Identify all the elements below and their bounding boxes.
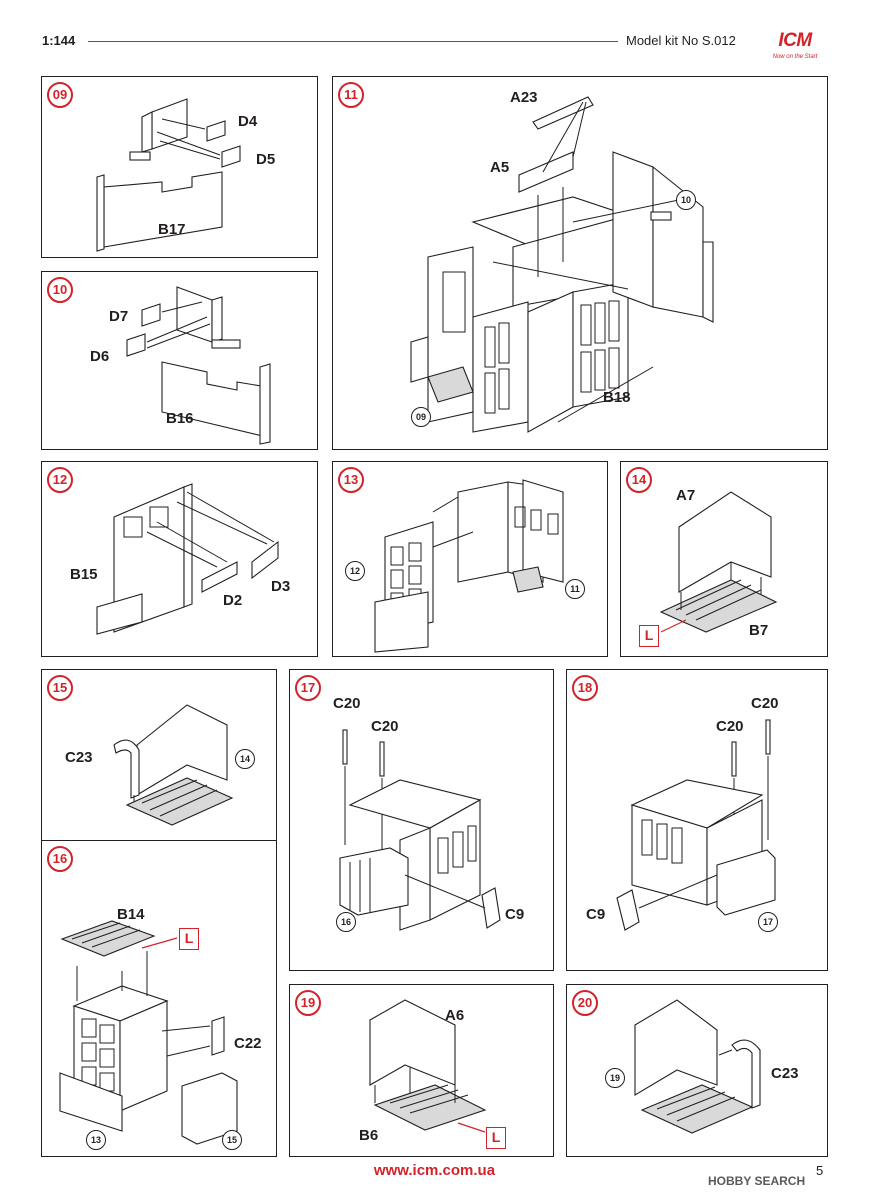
rail-c23-shape — [731, 1039, 761, 1109]
ref-step-11: 11 — [565, 579, 585, 599]
wall-a7-shape — [678, 491, 772, 593]
ref-step-15: 15 — [222, 1130, 242, 1150]
part-d7-label: D7 — [109, 308, 129, 325]
step-16-number: 16 — [47, 846, 73, 872]
step-15-number: 15 — [47, 675, 73, 701]
part-c23-label: C23 — [771, 1065, 799, 1082]
step-11-drawing — [410, 96, 714, 433]
footer-url[interactable]: www.icm.com.ua — [373, 1162, 496, 1179]
ref-step-12: 12 — [345, 561, 365, 581]
part-d6-label: D6 — [90, 348, 110, 365]
step-13-panel: 13 12 11 — [332, 461, 608, 657]
step-09-number: 09 — [47, 82, 73, 108]
step-17-drawing — [339, 729, 501, 931]
step-16-panel: 16 B14 C22 L 13 15 — [41, 840, 277, 1157]
part-c9-label: C9 — [505, 906, 525, 923]
ref-step-16: 16 — [336, 912, 356, 932]
step-09-drawing — [96, 98, 241, 252]
page-number: 5 — [816, 1163, 824, 1178]
watermark: HOBBY SEARCH — [708, 1174, 806, 1188]
post-c20-shape — [342, 729, 348, 765]
base-b6-shape — [373, 1084, 487, 1131]
logo-tagline: Now on the Start — [772, 54, 818, 60]
step-12-drawing — [96, 483, 279, 635]
part-a6-label: A6 — [445, 1007, 465, 1024]
step-13-drawing — [374, 479, 564, 653]
ladder-c9-shape — [481, 887, 501, 929]
step-16-drawing — [59, 920, 238, 1145]
step-18-panel: 18 C20 C20 C9 17 — [566, 669, 828, 971]
part-b17-label: B17 — [158, 221, 186, 238]
ref-step-09: 09 — [411, 407, 431, 427]
part-b16-label: B16 — [166, 410, 194, 427]
step-20-panel: 20 C23 19 — [566, 984, 828, 1157]
ladder-c9-shape — [616, 889, 640, 931]
part-b14-label: B14 — [117, 906, 145, 923]
ref-step-14: 14 — [235, 749, 255, 769]
step-11-panel: 11 A23 A5 B18 10 09 — [332, 76, 828, 450]
part-c20-label: C20 — [716, 718, 744, 735]
step-18-number: 18 — [572, 675, 598, 701]
step-13-number: 13 — [338, 467, 364, 493]
icm-logo: ICM Now on the Start — [766, 30, 824, 64]
part-a5-label: A5 — [490, 159, 510, 176]
step-19-drawing — [369, 999, 487, 1133]
box-a5-shape — [518, 151, 574, 193]
ref-step-10: 10 — [676, 190, 696, 210]
part-d5-label: D5 — [256, 151, 276, 168]
step-10-drawing — [126, 286, 271, 445]
ref-step-19: 19 — [605, 1068, 625, 1088]
step-11-number: 11 — [338, 82, 364, 108]
step-17-panel: 17 C20 C20 C9 16 — [289, 669, 554, 971]
part-c20-label: C20 — [371, 718, 399, 735]
step-12-number: 12 — [47, 467, 73, 493]
step-17-number: 17 — [295, 675, 321, 701]
step-20-number: 20 — [572, 990, 598, 1016]
part-b6-label: B6 — [359, 1127, 379, 1144]
marker-l: L — [179, 928, 199, 950]
wall-b17-shape — [103, 171, 223, 248]
kit-title: Model kit No S.012 — [626, 33, 736, 48]
marker-l: L — [639, 625, 659, 647]
part-b7-label: B7 — [749, 622, 769, 639]
step-12-panel: 12 B15 D2 D3 — [41, 461, 318, 657]
step-20-drawing — [634, 999, 761, 1134]
logo-brand: ICM — [778, 30, 812, 51]
part-c9-label: C9 — [586, 906, 606, 923]
step-09-panel: 09 D4 D5 B17 — [41, 76, 318, 258]
part-c23-label: C23 — [65, 749, 93, 766]
step-18-drawing — [616, 719, 776, 931]
base-b7-shape — [659, 579, 778, 633]
step-10-panel: 10 D7 D6 B16 — [41, 271, 318, 450]
part-a23-label: A23 — [510, 89, 538, 106]
wall-b16-shape — [161, 361, 268, 438]
part-c20-label: C20 — [333, 695, 361, 712]
part-b15-label: B15 — [70, 566, 98, 583]
step-10-number: 10 — [47, 277, 73, 303]
step-14-number: 14 — [626, 467, 652, 493]
roof-b14-shape — [60, 920, 156, 957]
wall-a6-shape — [369, 999, 456, 1086]
part-c20-label: C20 — [751, 695, 779, 712]
step-19-panel: 19 A6 B6 L — [289, 984, 554, 1157]
part-c22-label: C22 — [234, 1035, 262, 1052]
step-15-panel: 15 C23 14 — [41, 669, 277, 841]
ref-step-17: 17 — [758, 912, 778, 932]
post-c20-shape — [765, 719, 771, 755]
step-14-drawing — [659, 491, 778, 633]
roof-a23-shape — [532, 96, 594, 130]
header-rule — [88, 41, 618, 42]
step-14-panel: 14 A7 B7 L — [620, 461, 828, 657]
ref-step-13: 13 — [86, 1130, 106, 1150]
marker-l: L — [486, 1127, 506, 1149]
part-a7-label: A7 — [676, 487, 696, 504]
scale-label: 1:144 — [42, 33, 76, 48]
step-15-drawing — [113, 704, 234, 826]
rail-c23-shape — [113, 739, 140, 799]
part-d3-label: D3 — [271, 578, 291, 595]
part-d2-label: D2 — [223, 592, 243, 609]
step-19-number: 19 — [295, 990, 321, 1016]
part-b18-label: B18 — [603, 389, 631, 406]
part-d4-label: D4 — [238, 113, 258, 130]
